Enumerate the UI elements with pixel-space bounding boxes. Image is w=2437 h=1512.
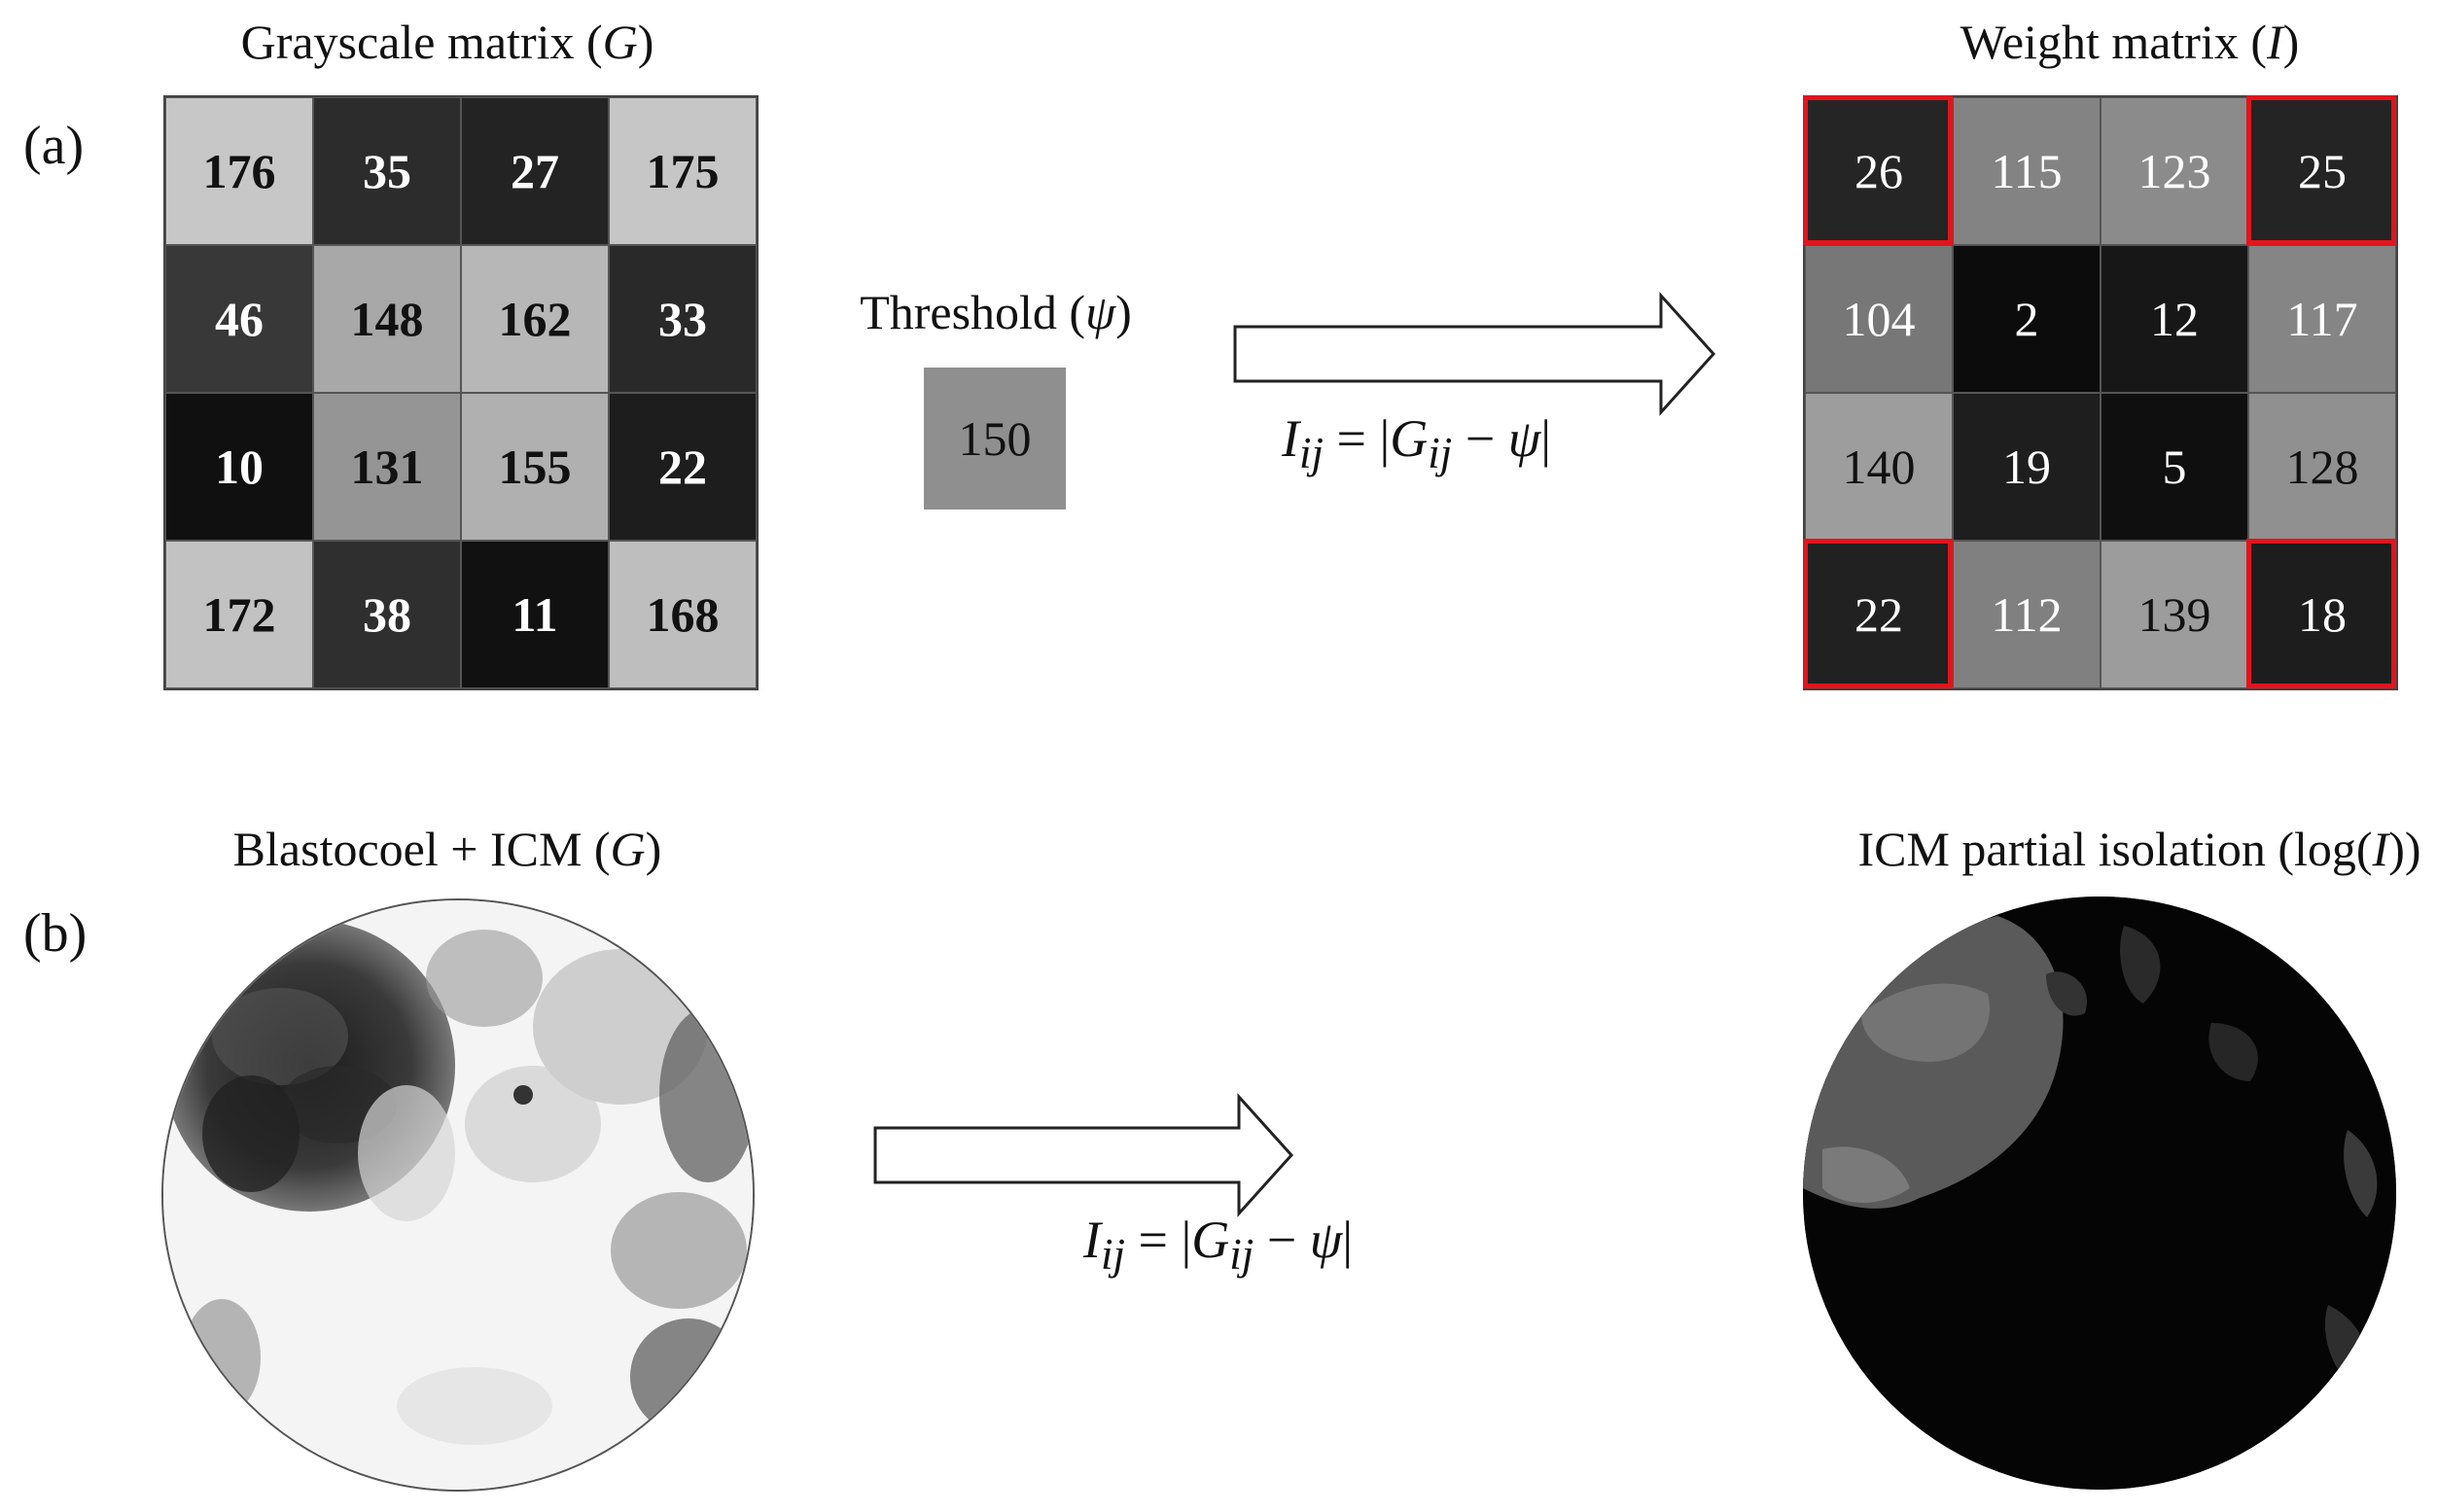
weight-matrix-cell: 104 — [1805, 245, 1953, 393]
corner-highlight-bottom-left — [1803, 539, 1953, 688]
blastocoel-title: Blastocoel + ICM (G) — [232, 822, 662, 876]
weight-matrix-cell: 140 — [1805, 393, 1953, 541]
weight-matrix-cell: 123 — [2101, 97, 2248, 245]
weight-matrix-cell: 19 — [1953, 393, 2101, 541]
gray-matrix-cell: 168 — [609, 541, 757, 688]
weight-matrix-cell: 25 — [2248, 97, 2396, 245]
weight-matrix-cell: 2 — [1953, 245, 2101, 393]
weight-matrix-cell: 12 — [2101, 245, 2248, 393]
weight-matrix-cell: 112 — [1953, 541, 2101, 688]
weight-matrix-cell: 18 — [2248, 541, 2396, 688]
gray-matrix-cell: 162 — [461, 245, 609, 393]
gray-matrix-cell: 35 — [313, 97, 461, 245]
gray-matrix-cell: 175 — [609, 97, 757, 245]
gray-matrix-cell: 148 — [313, 245, 461, 393]
weight-matrix-cell: 22 — [1805, 541, 1953, 688]
gray-matrix-cell: 11 — [461, 541, 609, 688]
gray-matrix-cell: 46 — [165, 245, 313, 393]
corner-highlight-top-right — [2246, 95, 2396, 245]
icm-isolation-image — [1803, 897, 2396, 1490]
equation-b: Iij = |Gij − ψ| — [1083, 1211, 1354, 1279]
weight-matrix-title: Weight matrix (I) — [1960, 15, 2300, 69]
gray-matrix-cell: 38 — [313, 541, 461, 688]
panel-b-label: (b) — [23, 903, 88, 964]
gray-matrix-cell: 10 — [165, 393, 313, 541]
equation-a: Iij = |Gij − ψ| — [1282, 409, 1552, 477]
gray-matrix-cell: 22 — [609, 393, 757, 541]
transform-arrow-b — [873, 1093, 1294, 1217]
weight-matrix-cell: 5 — [2101, 393, 2248, 541]
threshold-value-box: 150 — [924, 368, 1066, 510]
weight-matrix-cell: 139 — [2101, 541, 2248, 688]
gray-matrix-cell: 27 — [461, 97, 609, 245]
gray-matrix-cell: 131 — [313, 393, 461, 541]
weight-matrix-cell: 115 — [1953, 97, 2101, 245]
transform-arrow-a — [1233, 292, 1716, 416]
panel-a-label: (a) — [23, 116, 85, 176]
threshold-label: Threshold (ψ) — [860, 285, 1132, 339]
corner-highlight-bottom-right — [2246, 539, 2396, 688]
gray-matrix-cell: 176 — [165, 97, 313, 245]
gray-matrix-cell: 172 — [165, 541, 313, 688]
weight-matrix-cell: 117 — [2248, 245, 2396, 393]
blastocyst-grayscale-image — [161, 898, 755, 1492]
gray-matrix-cell: 155 — [461, 393, 609, 541]
gray-matrix-cell: 33 — [609, 245, 757, 393]
weight-matrix-cell: 128 — [2248, 393, 2396, 541]
grayscale-matrix-title: Grayscale matrix (G) — [240, 15, 654, 69]
icm-isolation-title: ICM partial isolation (log(I)) — [1857, 822, 2421, 876]
corner-highlight-top-left — [1803, 95, 1953, 245]
